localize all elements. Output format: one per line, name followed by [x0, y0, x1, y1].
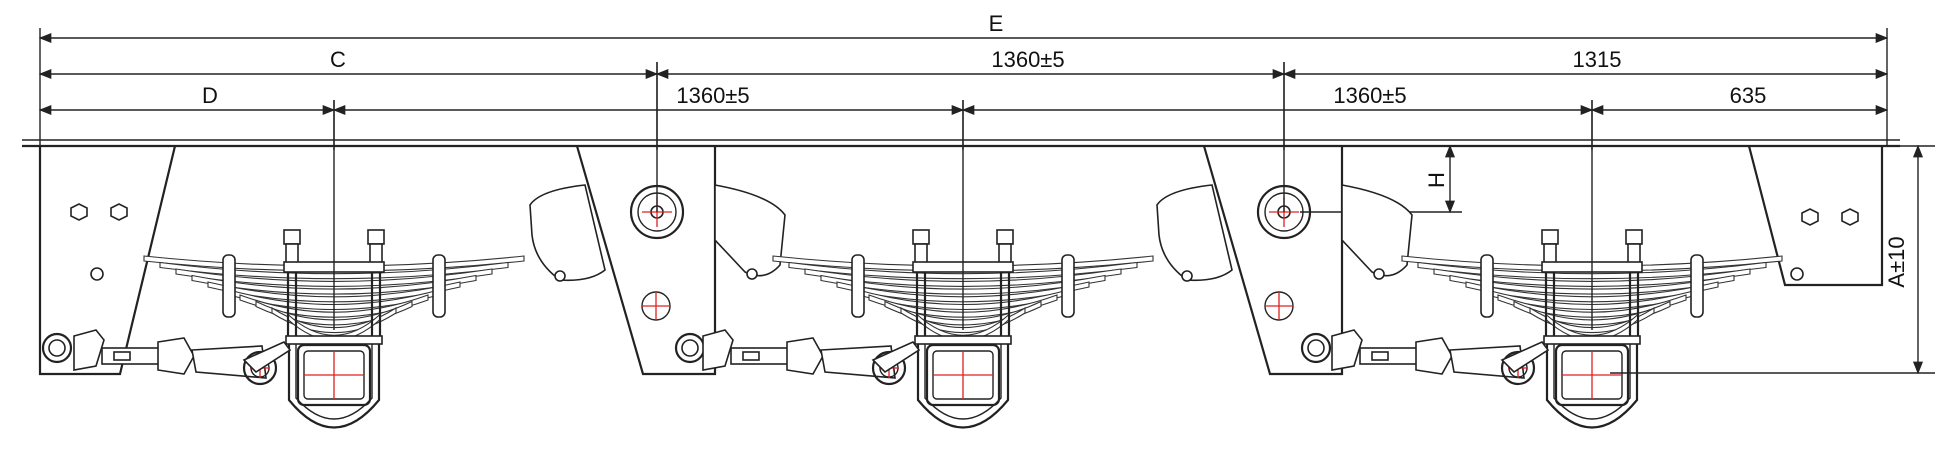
dim-A: A±10 [1884, 236, 1909, 287]
equalizer-hanger-1 [529, 145, 786, 376]
axle-housing-1 [285, 335, 383, 429]
equalizer-hanger-2 [1156, 145, 1413, 376]
torque-arm-2 [702, 329, 921, 386]
dim-D: D [202, 83, 218, 108]
dim-H: H [1424, 172, 1449, 188]
axle-housing-2 [914, 335, 1012, 429]
leaf-spring-3 [1401, 254, 1783, 341]
dim-C: C [330, 47, 346, 72]
center-lines [333, 62, 1593, 330]
axle-assembly-1 [73, 229, 525, 429]
rear-hanger-bracket [1747, 145, 1884, 287]
frame-rail [22, 139, 1900, 148]
torque-arm-3 [1331, 329, 1550, 386]
torque-arm-1 [73, 329, 292, 386]
dim-E: E [989, 11, 1004, 36]
dim-axle-spacing-1: 1360±5 [676, 83, 749, 108]
dim-axle-spacing-2: 1360±5 [1333, 83, 1406, 108]
dim-1315: 1315 [1573, 47, 1622, 72]
axle-housing-3 [1543, 335, 1641, 429]
dim-635: 635 [1730, 83, 1767, 108]
dim-pivot-spacing: 1360±5 [991, 47, 1064, 72]
dimension-labels: E C 1360±5 1315 D 1360±5 1360±5 635 A±10… [202, 11, 1909, 288]
